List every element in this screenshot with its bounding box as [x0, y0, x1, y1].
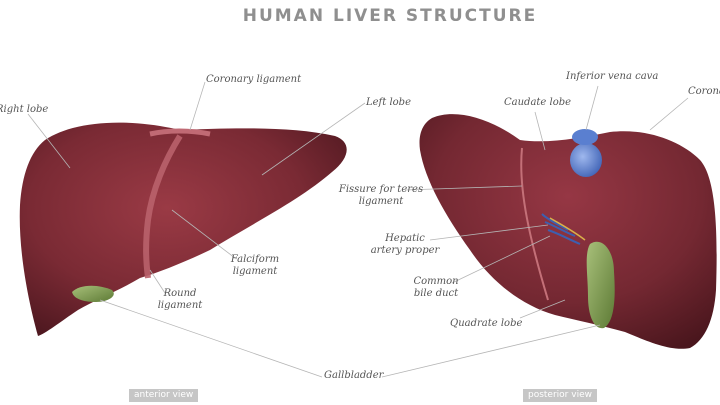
posterior-liver-body [419, 114, 717, 349]
posterior-liver [419, 114, 717, 349]
hepatic-vessels [541, 213, 581, 245]
falciform-ligament-band [143, 134, 183, 279]
label-left-lobe: Left lobe [366, 97, 411, 108]
label-common-bile-duct: Common bile duct [413, 276, 459, 299]
label-gallbladder: Gallbladder [324, 370, 384, 381]
posterior-gallbladder [586, 241, 615, 329]
label-quadrate-lobe: Quadrate lobe [450, 318, 523, 329]
label-hepatic-artery-proper: Hepatic artery proper [370, 233, 440, 256]
leader-caudate-lobe [534, 111, 546, 151]
label-round-ligament: Round ligament [157, 288, 203, 311]
label-caudate-lobe: Caudate lobe [504, 97, 572, 108]
leader-falciform [171, 209, 236, 259]
leader-fissure [404, 185, 523, 191]
label-coronary-posterior-partial: Corona [688, 86, 720, 97]
leader-round-ligament [149, 269, 166, 294]
leader-gallbladder-posterior [381, 324, 601, 378]
leader-inferior-vena-cava [585, 85, 599, 131]
anterior-gallbladder [72, 285, 114, 302]
anterior-liver [19, 122, 347, 336]
leader-quadrate-lobe [519, 299, 566, 319]
leader-gallbladder-anterior [99, 299, 323, 378]
leader-lines [27, 81, 689, 378]
anterior-view-tag: anterior view [129, 389, 199, 402]
posterior-ligament-edge [520, 147, 549, 301]
label-fissure-for-teres-ligament: Fissure for teres ligament [338, 184, 424, 207]
diagram-title: HUMAN LIVER STRUCTURE [242, 6, 538, 26]
anterior-liver-body [19, 122, 347, 336]
leader-right-lobe [27, 113, 71, 169]
posterior-view-tag: posterior view [523, 389, 597, 402]
inferior-vena-cava-top [572, 129, 598, 145]
leader-left-lobe [261, 102, 366, 176]
bile-duct-vessel [549, 217, 586, 241]
inferior-vena-cava [570, 143, 602, 177]
coronary-ligament-band [149, 128, 211, 137]
label-coronary-ligament-anterior: Coronary ligament [206, 74, 302, 85]
leader-coronary-posterior [649, 97, 689, 131]
leader-coronary-anterior [189, 81, 206, 131]
label-right-lobe: Right lobe [0, 104, 49, 115]
label-inferior-vena-cava: Inferior vena cava [566, 71, 659, 82]
leader-hepatic-artery [429, 224, 549, 241]
label-falciform-ligament: Falciform ligament [230, 254, 280, 277]
leader-common-bile-duct [451, 235, 551, 284]
